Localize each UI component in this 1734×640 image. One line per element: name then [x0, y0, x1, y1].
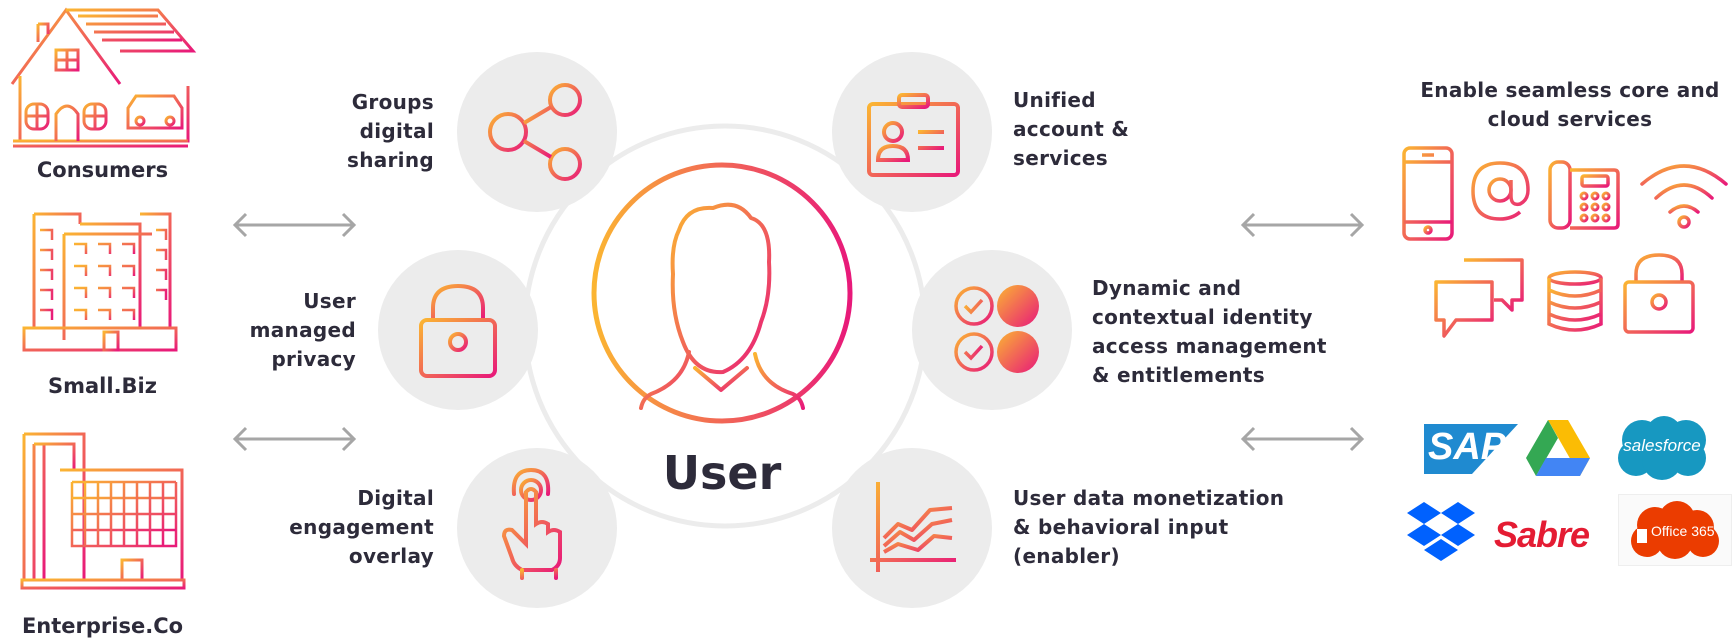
feature-privacy-line2: managed [249, 318, 356, 342]
feature-groups-line1: Groups [351, 90, 434, 114]
feature-unified-line2: account & [1013, 117, 1130, 141]
small-building-icon [22, 212, 178, 352]
feature-groups-label: Groups digital sharing [300, 88, 434, 175]
salesforce-logo-text: salesforce [1623, 436, 1701, 455]
checklist-icon [954, 285, 1039, 373]
at-sign-icon [1471, 161, 1530, 221]
left-double-arrow-bottom [232, 426, 357, 452]
feature-engagement-line1: Digital [357, 486, 434, 510]
database-icon [1547, 270, 1603, 332]
feature-circle-groups [457, 52, 617, 212]
feature-identity-line2: contextual identity [1092, 305, 1313, 329]
feature-privacy-line1: User [303, 289, 356, 313]
category-label-small-biz: Small.Biz [48, 374, 157, 398]
center-user-label: User [662, 446, 782, 500]
google-drive-logo [1526, 420, 1590, 476]
padlock-service-icon [1623, 253, 1695, 334]
sabre-logo: Sabre [1494, 514, 1590, 555]
dropbox-logo [1407, 502, 1475, 561]
feature-privacy-label: User managed privacy [220, 287, 356, 374]
salesforce-logo [1618, 416, 1706, 480]
services-heading-line1: Enable seamless core and [1420, 78, 1720, 102]
padlock-icon [419, 283, 497, 378]
services-heading-line2: cloud services [1487, 107, 1653, 131]
feature-unified-label: Unified account & services [1013, 86, 1173, 173]
feature-unified-line3: services [1013, 146, 1108, 170]
feature-identity-label: Dynamic and contextual identity access m… [1092, 274, 1332, 390]
feature-monetization-line1: User data monetization [1013, 486, 1285, 510]
feature-unified-line1: Unified [1013, 88, 1096, 112]
wifi-icon [1640, 164, 1728, 229]
feature-identity-line4: & entitlements [1092, 363, 1265, 387]
id-card-icon [867, 93, 960, 177]
share-icon [488, 83, 582, 181]
feature-monetization-label: User data monetization & behavioral inpu… [1013, 484, 1303, 571]
left-double-arrow-top [232, 212, 357, 238]
feature-identity-line1: Dynamic and [1092, 276, 1242, 300]
right-double-arrow-bottom [1240, 426, 1365, 452]
office-building-icon [20, 432, 186, 590]
line-chart-icon [870, 482, 956, 572]
sap-logo [1424, 424, 1518, 474]
tap-hand-icon [501, 467, 562, 580]
category-label-enterprise: Enterprise.Co [21, 614, 184, 638]
desk-phone-icon [1548, 160, 1620, 230]
feature-monetization-line3: (enabler) [1013, 544, 1120, 568]
right-double-arrow-top [1240, 212, 1365, 238]
user-silhouette-icon [591, 162, 853, 424]
chat-bubbles-icon [1434, 258, 1524, 338]
category-label-consumers: Consumers [36, 158, 169, 182]
feature-identity-line3: access management [1092, 334, 1327, 358]
feature-groups-line3: sharing [346, 148, 434, 172]
office365-logo-tile: Office 365 [1618, 494, 1732, 566]
mobile-phone-icon [1402, 146, 1454, 241]
sap-logo-text: SAP [1428, 426, 1507, 468]
feature-privacy-line3: privacy [271, 347, 356, 371]
feature-monetization-line2: & behavioral input [1013, 515, 1229, 539]
feature-engagement-label: Digital engagement overlay [274, 484, 434, 571]
house-icon [10, 7, 197, 148]
services-heading: Enable seamless core and cloud services [1420, 76, 1720, 134]
feature-circle-privacy [378, 250, 538, 410]
feature-circle-identity [912, 250, 1072, 410]
feature-circle-engagement [457, 448, 617, 608]
office365-logo-text: Office 365 [1651, 523, 1715, 539]
feature-engagement-line2: engagement [289, 515, 434, 539]
feature-circle-unified [832, 52, 992, 212]
feature-engagement-line3: overlay [348, 544, 434, 568]
feature-groups-line2: digital [359, 119, 434, 143]
